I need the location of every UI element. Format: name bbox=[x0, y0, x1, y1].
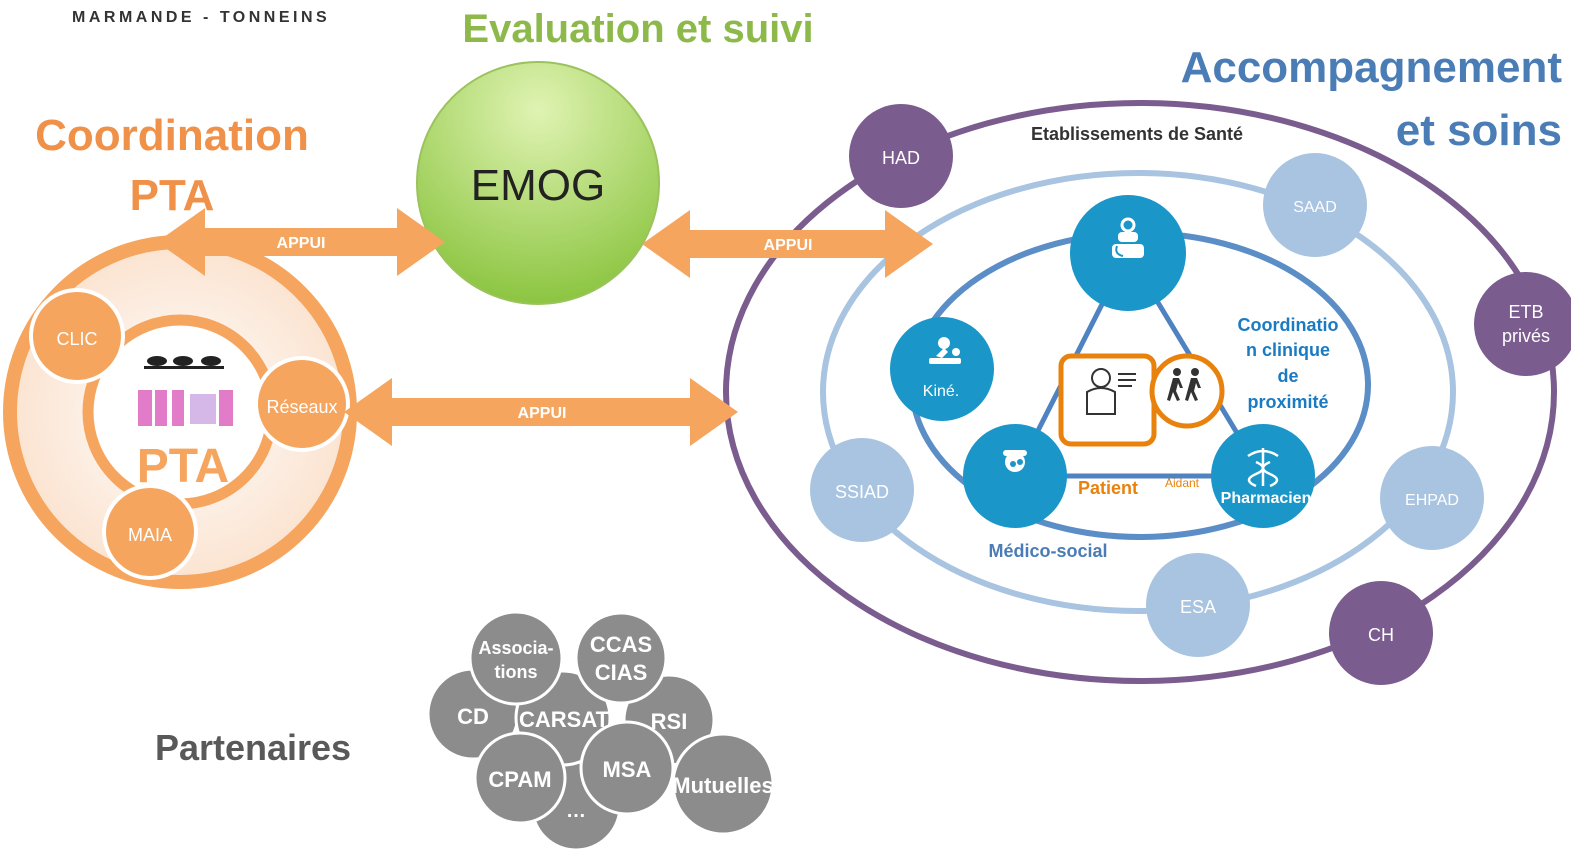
emog-node bbox=[416, 61, 660, 305]
caduceus-icon bbox=[1247, 448, 1279, 488]
ccas-label-line1: CCAS bbox=[590, 632, 652, 657]
coordination-clinique-line2: n clinique bbox=[1246, 340, 1330, 360]
accompagnement-title-line1: Accompagnement bbox=[1181, 43, 1563, 92]
appui-arrow-3: APPUI bbox=[344, 378, 738, 446]
patient-box bbox=[1058, 353, 1157, 447]
coordination-clinique-line1: Coordinatio bbox=[1238, 315, 1339, 335]
cpam-bubble bbox=[473, 731, 567, 825]
saad-label: SAAD bbox=[1293, 199, 1337, 216]
coordination-title-line1: Coordination bbox=[35, 111, 309, 160]
medico-social-label: Médico-social bbox=[988, 541, 1107, 561]
evaluation-title: Evaluation et suivi bbox=[462, 7, 813, 51]
appui-label-3: APPUI bbox=[518, 405, 567, 422]
ssiad-label: SSIAD bbox=[835, 482, 889, 502]
maia-node bbox=[102, 484, 198, 580]
cpam-label: CPAM bbox=[488, 767, 551, 792]
mutuelles-bubble bbox=[671, 732, 775, 836]
aidant-circle bbox=[1149, 353, 1225, 429]
cd-label: CD bbox=[457, 704, 489, 729]
pta-group: PTA CLIC Réseaux MAIA bbox=[3, 235, 357, 589]
emog-label: EMOG bbox=[471, 161, 605, 210]
had-label: HAD bbox=[882, 148, 920, 168]
coordination-clinique-line4: proximité bbox=[1247, 392, 1328, 412]
pta-logos bbox=[138, 356, 233, 426]
appui-label-1: APPUI bbox=[277, 235, 326, 252]
saad-node bbox=[1263, 153, 1367, 257]
msa-bubble bbox=[579, 720, 675, 816]
accompagnement-title-line2: et soins bbox=[1396, 106, 1562, 155]
walkers-icon bbox=[1167, 368, 1201, 401]
ch-node bbox=[1329, 581, 1433, 685]
kine-node bbox=[890, 317, 994, 421]
maia-label: MAIA bbox=[128, 525, 172, 545]
had-node bbox=[849, 104, 953, 208]
nurse-icon bbox=[1003, 450, 1027, 472]
ssiad-node bbox=[810, 438, 914, 542]
appui-arrow-2: APPUI bbox=[642, 210, 933, 278]
ccas-bubble bbox=[574, 611, 668, 705]
infirmier-node bbox=[963, 424, 1067, 528]
etb-label-line2: privés bbox=[1502, 326, 1550, 346]
patient-icon bbox=[1086, 368, 1136, 415]
partenaires-title: Partenaires bbox=[155, 727, 351, 768]
reseaux-node bbox=[254, 356, 350, 452]
pharmacien-label: Pharmacien bbox=[1221, 490, 1312, 507]
associations-label-line2: tions bbox=[495, 662, 538, 682]
rsi-label: RSI bbox=[651, 709, 688, 734]
msa-label: MSA bbox=[603, 757, 652, 782]
associations-bubble bbox=[468, 610, 564, 706]
etb-label-line1: ETB bbox=[1508, 302, 1543, 322]
coordination-clinique-line3: de bbox=[1277, 366, 1298, 386]
clic-node bbox=[29, 288, 125, 384]
etablissements-label: Etablissements de Santé bbox=[1031, 124, 1243, 144]
kine-icon bbox=[929, 337, 961, 364]
soins-group: Etablissements de Santé HAD ETB privés C… bbox=[723, 100, 1571, 685]
esa-label: ESA bbox=[1180, 597, 1216, 617]
ehpad-node bbox=[1380, 446, 1484, 550]
clic-label: CLIC bbox=[56, 329, 97, 349]
aidant-label: Aidant bbox=[1165, 476, 1200, 490]
esa-node bbox=[1146, 553, 1250, 657]
partenaires-labels: Associa- tions CCAS CIAS CD CARSAT RSI C… bbox=[457, 632, 774, 822]
appui-arrow-1: APPUI bbox=[157, 208, 445, 276]
kine-label: Kiné. bbox=[923, 383, 959, 400]
associations-label-line1: Associa- bbox=[478, 638, 553, 658]
doctor-icon bbox=[1112, 217, 1144, 258]
partenaires-cluster bbox=[426, 610, 775, 849]
carsat-label: CARSAT bbox=[519, 707, 610, 732]
logo-text: MARMANDE - TONNEINS bbox=[72, 9, 330, 26]
ehpad-label: EHPAD bbox=[1405, 492, 1459, 509]
appui-label-2: APPUI bbox=[764, 237, 813, 254]
middle-ellipse bbox=[820, 170, 1456, 614]
ch-label: CH bbox=[1368, 625, 1394, 645]
reseaux-label: Réseaux bbox=[266, 397, 337, 417]
mutuelles-label: Mutuelles bbox=[672, 773, 773, 798]
etc-label: … bbox=[566, 800, 586, 822]
outer-ellipse bbox=[723, 100, 1557, 684]
etb-prives-node bbox=[1474, 272, 1571, 376]
ccas-label-line2: CIAS bbox=[595, 660, 648, 685]
patient-label: Patient bbox=[1078, 478, 1138, 498]
